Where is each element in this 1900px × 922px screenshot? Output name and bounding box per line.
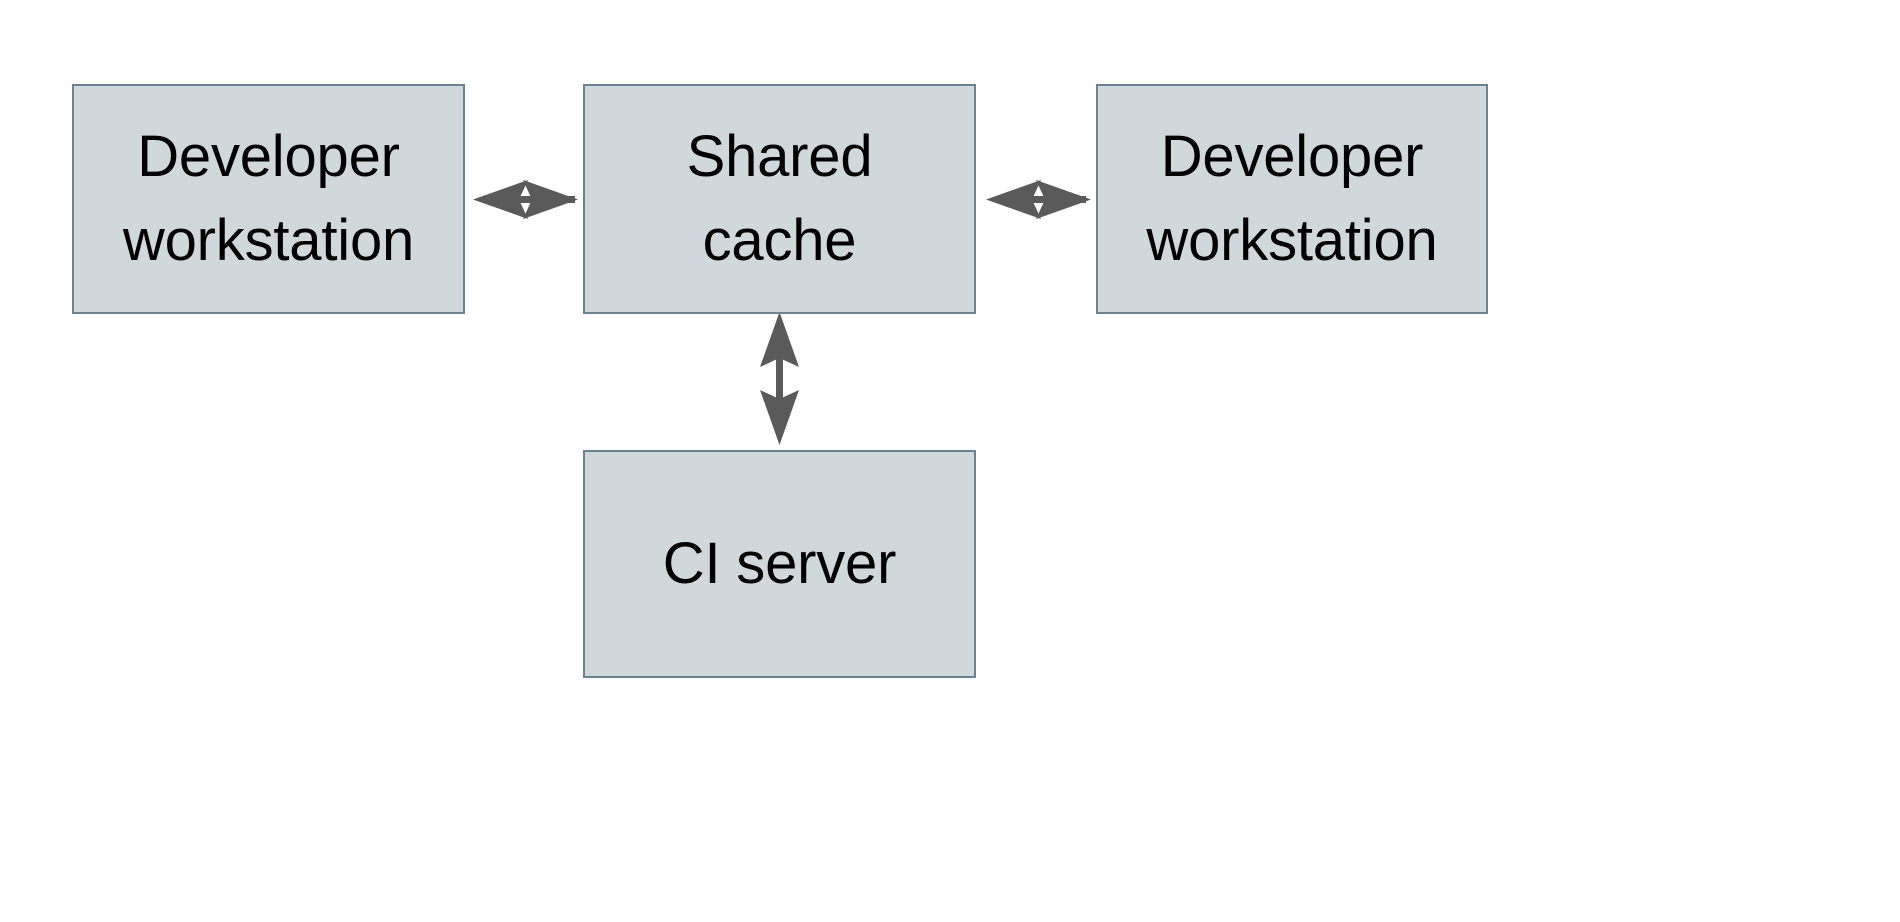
connector-shared-to-ci [760,312,799,445]
node-ci-server[interactable]: CI server [583,450,976,678]
node-shared-cache[interactable]: Shared cache [583,84,976,314]
node-label-shared-cache: Shared cache [686,123,873,273]
node-developer-workstation-right[interactable]: Developer workstation [1096,84,1488,314]
node-label-developer-workstation-right: Developer workstation [1146,123,1438,273]
connector-dev-left-to-shared [473,180,578,219]
node-label-ci-server: CI server [662,530,897,596]
connector-shared-to-dev-right [986,180,1091,219]
node-label-developer-workstation-left: Developer workstation [122,123,415,273]
node-developer-workstation-left[interactable]: Developer workstation [72,84,465,314]
